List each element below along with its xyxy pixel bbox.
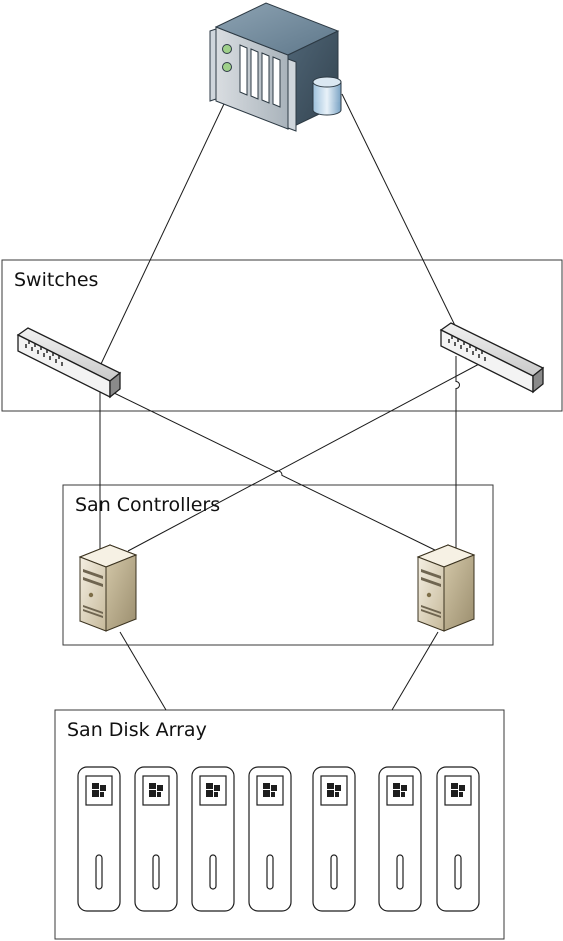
disk-array-label: San Disk Array xyxy=(67,719,207,741)
link-server-switch-left xyxy=(100,86,233,365)
disk-drive-icon xyxy=(312,766,356,912)
controllers-label: San Controllers xyxy=(75,494,221,516)
disk-array xyxy=(77,766,480,912)
link-server-switch-right xyxy=(341,93,466,347)
link-controller-left-array xyxy=(119,631,167,711)
tower-server-icon xyxy=(79,544,137,632)
link-switch-right-controller-left xyxy=(127,362,482,552)
disk-drive-icon xyxy=(191,766,235,912)
disk-drive-icon xyxy=(134,766,178,912)
link-controller-right-array xyxy=(391,631,439,711)
disk-drive-icon xyxy=(77,766,121,912)
connections xyxy=(99,86,482,711)
tower-server-icon xyxy=(417,544,475,632)
switches-group-box xyxy=(1,259,563,412)
disk-drive-icon xyxy=(436,766,480,912)
link-switch-right-controller-right xyxy=(455,356,460,548)
disk-drive-icon xyxy=(378,766,422,912)
disk-array-group-box xyxy=(54,709,505,940)
disk-drive-icon xyxy=(248,766,292,912)
network-switch-icon xyxy=(17,327,121,398)
controllers-group-box xyxy=(62,484,494,646)
switches-label: Switches xyxy=(14,269,99,291)
database-icon xyxy=(312,76,342,116)
link-switch-left-controller-right xyxy=(109,390,442,554)
